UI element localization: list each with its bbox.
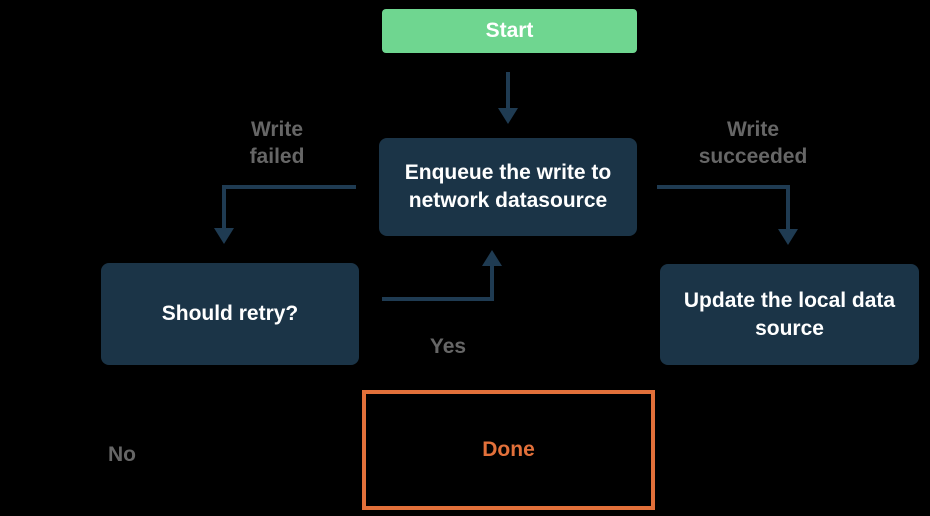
update-local-source-node: Update the local data source [660, 264, 919, 365]
arrow-head-down-icon [778, 229, 798, 245]
edge-label-no: No [108, 443, 136, 466]
arrow-line [490, 265, 494, 301]
arrow-line [222, 185, 356, 189]
arrow-line [786, 185, 790, 230]
arrow-line [657, 185, 790, 189]
edge-label-write-failed: Write failed [249, 118, 305, 168]
arrow-head-down-icon [498, 108, 518, 124]
start-node: Start [382, 9, 637, 53]
edge-label-write-succeeded: Write succeeded [698, 118, 808, 168]
arrow-head-up-icon [482, 250, 502, 266]
enqueue-write-node: Enqueue the write to network datasource [379, 138, 637, 236]
should-retry-node: Should retry? [101, 263, 359, 365]
arrow-head-down-icon [214, 228, 234, 244]
arrow-line [382, 297, 494, 301]
arrow-line [506, 72, 510, 110]
done-node: Done [362, 390, 655, 510]
arrow-line [222, 185, 226, 229]
edge-label-yes: Yes [429, 335, 467, 358]
